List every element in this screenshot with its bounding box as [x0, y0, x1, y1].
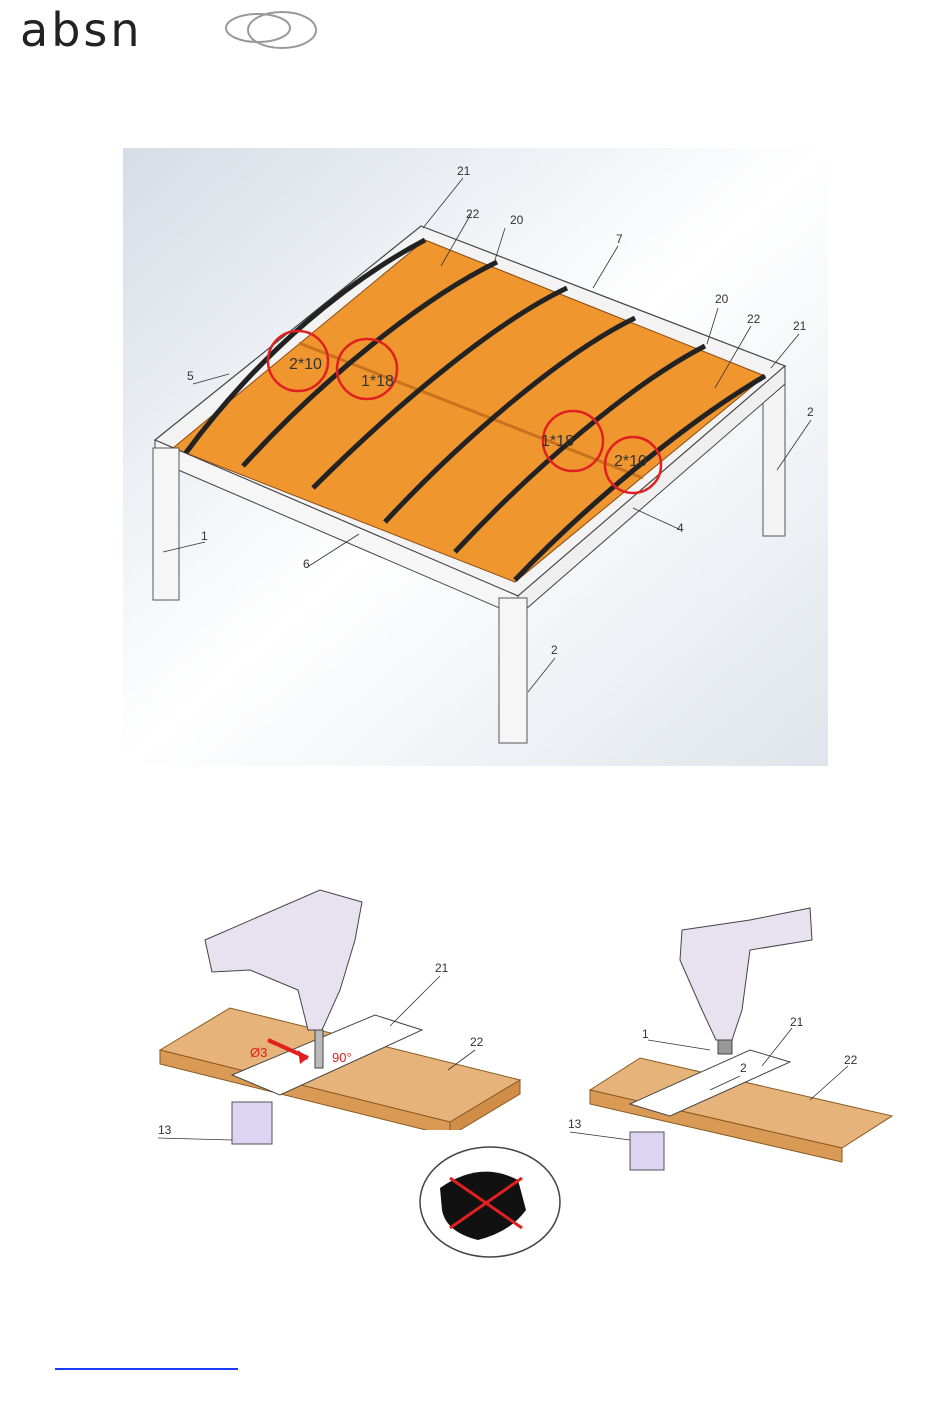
drill-diameter: Ø3: [250, 1045, 267, 1060]
part-label: 1: [642, 1027, 649, 1041]
brand-name: absn: [20, 4, 143, 56]
brand-logo: absn: [20, 4, 310, 54]
part-label: 21: [457, 164, 471, 178]
part-label: 21: [790, 1015, 804, 1029]
brand-rings-icon: [220, 6, 320, 50]
part-label: 22: [747, 312, 761, 326]
annotation-4: 2*10: [614, 453, 647, 470]
part-label: 4: [677, 521, 684, 535]
footer-link-underline[interactable]: [55, 1368, 238, 1370]
annotation-2: 1*18: [361, 373, 394, 390]
screwdriver-icon: [680, 908, 812, 1054]
part-label: 20: [715, 292, 729, 306]
drilling-step: Ø3 90° 21 22 13: [158, 890, 520, 1144]
part-label: 21: [435, 961, 449, 975]
part-label: 2: [740, 1061, 747, 1075]
fixing-detail-diagram: Ø3 90° 21 22 13: [150, 880, 910, 1270]
part-label: 22: [470, 1035, 484, 1049]
part-label: 2: [807, 405, 814, 419]
part-label: 1: [201, 529, 208, 543]
no-overtighten-icon: [406, 1130, 561, 1260]
part-label: 13: [158, 1123, 172, 1137]
part-label: 13: [568, 1117, 582, 1131]
drill-angle: 90°: [332, 1050, 352, 1065]
part-label: 6: [303, 557, 310, 571]
pergola-assembly-diagram: 2*10 1*18 1*18 2*10 21 22 20 7 20 22 21 …: [123, 148, 828, 766]
part-label: 20: [510, 213, 524, 227]
part-label: 21: [793, 319, 807, 333]
part-label: 5: [187, 369, 194, 383]
part-label: 22: [844, 1053, 858, 1067]
part-label: 7: [616, 232, 623, 246]
part-label: 22: [466, 207, 480, 221]
screwing-step: 1 2 21 22 13: [568, 908, 892, 1170]
annotation-3: 1*18: [541, 433, 574, 450]
annotation-1: 2*10: [289, 356, 322, 373]
part-label: 2: [551, 643, 558, 657]
